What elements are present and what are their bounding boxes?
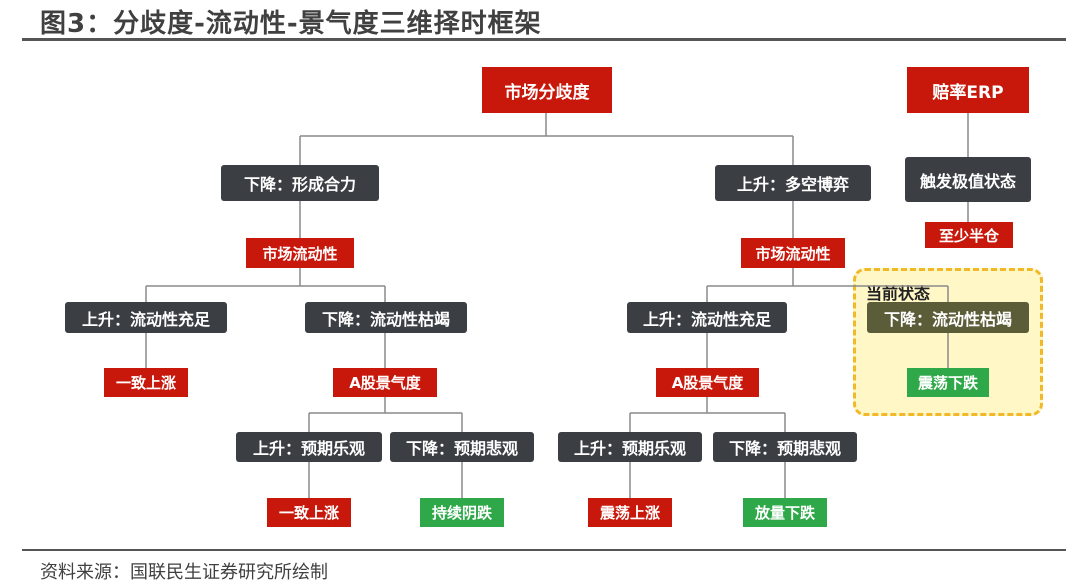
node-right-prosperity-up: 上升：预期乐观 bbox=[558, 432, 702, 462]
node-right-liquidity-up: 上升：流动性充足 bbox=[627, 302, 787, 333]
node-continued-decline: 持续阴跌 bbox=[420, 498, 504, 527]
node-divergence-up: 上升：多空博弈 bbox=[715, 165, 871, 201]
node-consistent-rise-2: 一致上涨 bbox=[267, 498, 351, 527]
node-volatile-decline: 震荡下跌 bbox=[907, 368, 989, 397]
node-left-prosperity-down: 下降：预期悲观 bbox=[390, 432, 534, 462]
node-heavy-volume-decline: 放量下跌 bbox=[743, 498, 827, 527]
node-left-prosperity-up: 上升：预期乐观 bbox=[236, 432, 382, 462]
current-state-label: 当前状态 bbox=[866, 284, 931, 303]
top-rule bbox=[22, 38, 1066, 41]
figure-title: 图3：分歧度-流动性-景气度三维择时框架 bbox=[40, 9, 542, 39]
node-right-prosperity: A股景气度 bbox=[656, 368, 759, 397]
node-right-liquidity-down: 下降：流动性枯竭 bbox=[867, 302, 1029, 333]
node-left-liquidity: 市场流动性 bbox=[246, 238, 354, 268]
node-left-prosperity: A股景气度 bbox=[333, 368, 437, 397]
node-left-liquidity-up: 上升：流动性充足 bbox=[65, 302, 227, 333]
bottom-rule bbox=[22, 549, 1066, 551]
node-erp: 赔率ERP bbox=[907, 67, 1029, 113]
node-consistent-rise-1: 一致上涨 bbox=[104, 368, 188, 397]
node-divergence-down: 下降：形成合力 bbox=[221, 165, 379, 201]
source-note: 资料来源：国联民生证券研究所绘制 bbox=[40, 562, 328, 583]
node-right-liquidity: 市场流动性 bbox=[741, 238, 845, 268]
node-half-position: 至少半仓 bbox=[925, 222, 1013, 248]
node-erp-trigger: 触发极值状态 bbox=[905, 157, 1031, 202]
node-right-prosperity-down: 下降：预期悲观 bbox=[713, 432, 857, 462]
node-left-liquidity-down: 下降：流动性枯竭 bbox=[305, 302, 467, 333]
node-market-divergence: 市场分歧度 bbox=[482, 67, 612, 113]
node-volatile-rise: 震荡上涨 bbox=[588, 498, 672, 527]
